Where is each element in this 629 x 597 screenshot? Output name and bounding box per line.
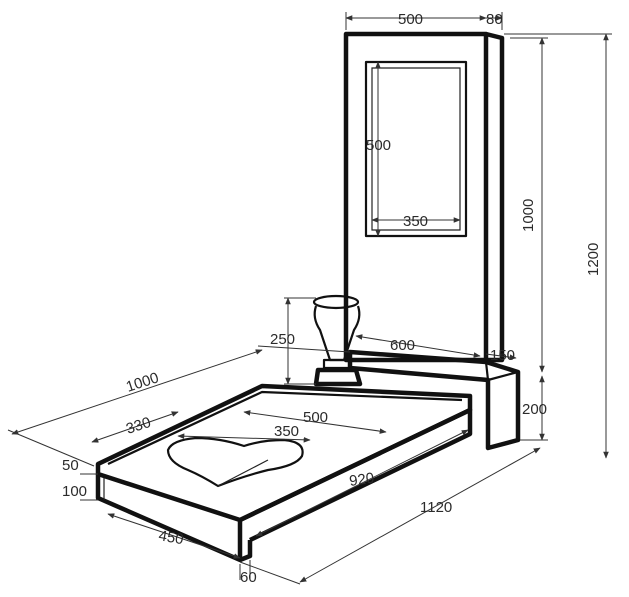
stele <box>343 31 505 363</box>
pedestal-corner <box>484 361 490 381</box>
dim-pedestal-depth: 150 <box>490 347 515 364</box>
dim-stele-width: 500 <box>398 11 423 28</box>
frame-base-step <box>239 540 253 563</box>
dim-flower-bed-width: 330 <box>124 414 153 438</box>
dim-stele-thickness: 80 <box>486 11 503 28</box>
photo-inner <box>371 67 461 231</box>
dim-frame-length: 1000 <box>124 369 161 395</box>
dim-pedestal-width: 600 <box>390 337 415 354</box>
vase-rim <box>312 294 360 310</box>
heart-bed <box>166 436 304 488</box>
dim-total-height: 1200 <box>585 243 602 276</box>
dim-inner-width: 500 <box>303 409 328 426</box>
pedestal-top-edge <box>487 370 519 382</box>
vase <box>312 294 363 387</box>
dim-photo-width: 350 <box>403 213 428 230</box>
dim-heart-width: 350 <box>274 423 299 440</box>
dimension-lines <box>7 12 612 585</box>
flower-bed <box>95 383 473 563</box>
dim-base-offset: 60 <box>240 569 257 586</box>
dim-inner-length: 920 <box>348 470 375 490</box>
dimension-labels: 500 80 500 350 1000 1200 200 150 600 250… <box>62 11 602 586</box>
dim-frame-base-height: 100 <box>62 483 87 500</box>
stele-side <box>485 31 505 363</box>
dim-vase-height: 250 <box>270 331 295 348</box>
dim-base-front-width: 450 <box>157 527 185 548</box>
dim-outer-length: 1120 <box>420 499 452 516</box>
dim-stele-height: 1000 <box>520 199 537 232</box>
dim-pedestal-height: 200 <box>522 401 547 418</box>
photo-frame <box>364 60 468 238</box>
dim-photo-height: 500 <box>366 137 391 154</box>
pedestal <box>347 349 521 451</box>
pedestal-body <box>347 349 521 451</box>
dim-frame-top-height: 50 <box>62 457 79 474</box>
vase-base <box>313 367 363 387</box>
